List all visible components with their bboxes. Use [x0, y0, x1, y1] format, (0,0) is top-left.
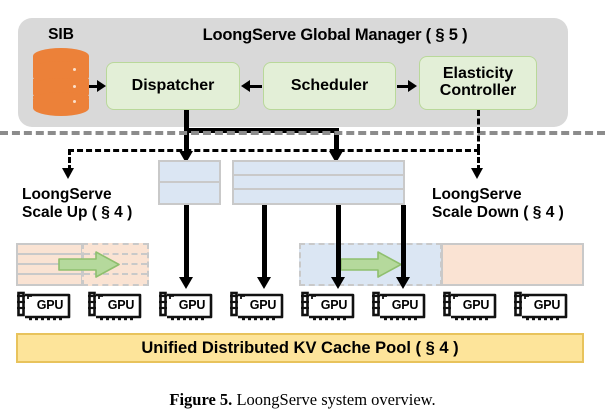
- gpu-label-6: GPU: [391, 298, 419, 312]
- elasticity-controller-label: Elasticity Controller: [439, 65, 517, 100]
- scale-down-block-remaining: [441, 243, 584, 286]
- gpu-card-icon-3: GPU: [158, 291, 216, 325]
- request-block-right: [232, 160, 405, 205]
- gpu-card-icon-4: GPU: [229, 291, 287, 325]
- scale-down-caption: LoongServe Scale Down ( § 4 ): [432, 186, 564, 223]
- scale-down-caption-line1: LoongServe: [432, 186, 522, 203]
- scale-up-caption-line2: Scale Up ( § 4 ): [22, 204, 133, 222]
- gpu-label-8: GPU: [533, 298, 561, 312]
- gpu-card-icon-8: GPU: [513, 291, 571, 325]
- gpu-label-4: GPU: [249, 298, 277, 312]
- scheduler-label: Scheduler: [290, 76, 369, 94]
- figure-caption-label: Figure 5.: [169, 390, 233, 409]
- arrow-scheduler-to-dispatcher: [241, 80, 262, 92]
- scale-up-caption-line1: LoongServe: [22, 186, 112, 203]
- scale-down-caption-line2: Scale Down ( § 4 ): [432, 204, 564, 222]
- sib-label: SIB: [48, 26, 74, 43]
- request-block-left: [158, 160, 221, 205]
- scheduler-box[interactable]: Scheduler: [263, 62, 396, 110]
- elasticity-controller-label-line2: Controller: [439, 82, 517, 99]
- elasticity-controller-label-line1: Elasticity: [442, 65, 514, 83]
- arrowhead-to-scale-up: [62, 168, 74, 179]
- dispatcher-box[interactable]: Dispatcher: [106, 62, 240, 110]
- gpu-card-icon-2: GPU: [87, 291, 145, 325]
- kv-cache-pool-bar: Unified Distributed KV Cache Pool ( § 4 …: [16, 333, 584, 363]
- arrow-scheduler-to-elasticity: [397, 80, 418, 92]
- arrow-sib-to-dispatcher: [89, 80, 106, 92]
- figure-caption-text: LoongServe system overview.: [232, 390, 436, 409]
- database-cylinder-icon: [33, 48, 89, 116]
- green-right-arrow-icon-scale-down: [340, 251, 402, 278]
- dispatcher-label: Dispatcher: [131, 76, 215, 94]
- green-right-arrow-icon-scale-up: [58, 251, 120, 278]
- gpu-label-3: GPU: [178, 298, 206, 312]
- elasticity-controller-box[interactable]: Elasticity Controller: [419, 56, 537, 110]
- gpu-label-1: GPU: [36, 298, 64, 312]
- gpu-card-icon-7: GPU: [442, 291, 500, 325]
- scale-up-caption: LoongServe Scale Up ( § 4 ): [22, 186, 132, 223]
- gpu-label-2: GPU: [107, 298, 135, 312]
- kv-cache-pool-label: Unified Distributed KV Cache Pool ( § 4 …: [141, 338, 459, 357]
- gpu-card-icon-1: GPU: [16, 291, 74, 325]
- gpu-label-7: GPU: [462, 298, 490, 312]
- global-manager-title: LoongServe Global Manager ( § 5 ): [202, 26, 468, 44]
- arrowhead-to-scale-down: [471, 168, 483, 179]
- figure-caption: Figure 5. LoongServe system overview.: [0, 390, 605, 410]
- gpu-card-icon-5: GPU: [300, 291, 358, 325]
- gpu-card-icon-6: GPU: [371, 291, 429, 325]
- layer-divider: [0, 131, 605, 135]
- gpu-label-5: GPU: [320, 298, 348, 312]
